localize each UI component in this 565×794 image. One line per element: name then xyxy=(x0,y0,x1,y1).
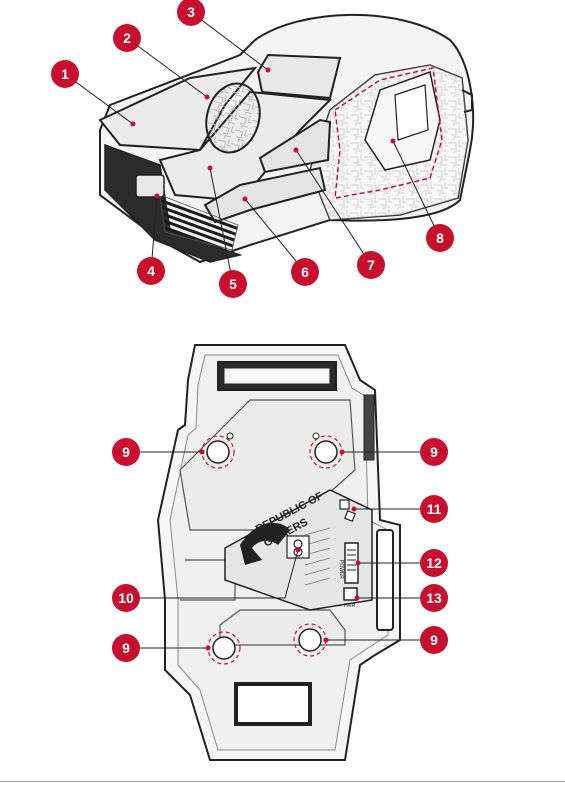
callout-1: 1 xyxy=(51,60,79,88)
svg-text:9: 9 xyxy=(122,444,130,460)
callout-9-bottom-left: 9 xyxy=(112,634,140,662)
mouse-bottom-view: REPUBLIC OF GAMERS xyxy=(158,345,400,760)
svg-text:10: 10 xyxy=(118,590,134,606)
usb-port xyxy=(136,175,164,197)
callout-6: 6 xyxy=(291,258,319,286)
svg-text:8: 8 xyxy=(436,230,444,246)
svg-text:1: 1 xyxy=(61,66,69,82)
callout-9-top-right: 9 xyxy=(420,438,448,466)
svg-text:13: 13 xyxy=(426,590,442,606)
callout-8: 8 xyxy=(426,224,454,252)
svg-text:3: 3 xyxy=(187,4,195,20)
dpi-top-button xyxy=(258,55,340,98)
callout-2: 2 xyxy=(113,24,141,52)
optical-sensor xyxy=(287,536,309,558)
callout-5: 5 xyxy=(219,270,247,298)
callout-13: 13 xyxy=(420,584,448,612)
callout-4: 4 xyxy=(137,257,165,285)
svg-text:2: 2 xyxy=(123,30,131,46)
callout-7: 7 xyxy=(357,251,385,279)
svg-text:7: 7 xyxy=(367,257,375,273)
svg-text:9: 9 xyxy=(430,632,438,648)
svg-text:4: 4 xyxy=(147,263,155,279)
bottom-slot xyxy=(236,684,310,724)
svg-text:11: 11 xyxy=(427,501,442,517)
callout-3: 3 xyxy=(177,0,205,26)
callout-12: 12 xyxy=(420,549,448,577)
svg-text:9: 9 xyxy=(430,444,438,460)
svg-text:6: 6 xyxy=(301,264,309,280)
power-label: POWER xyxy=(338,560,344,579)
callout-9-bottom-right: 9 xyxy=(420,626,448,654)
side-slot-upper xyxy=(364,395,374,460)
callout-10: 10 xyxy=(112,584,140,612)
footer-rule xyxy=(0,781,565,782)
callout-11: 11 xyxy=(420,495,448,523)
callout-9-top-left: 9 xyxy=(112,438,140,466)
svg-text:9: 9 xyxy=(122,640,130,656)
svg-text:5: 5 xyxy=(229,276,237,292)
side-slot-lower xyxy=(377,530,393,630)
svg-text:12: 12 xyxy=(426,555,442,571)
mouse-top-view xyxy=(100,15,473,262)
pair-label: PAIR xyxy=(344,603,356,609)
